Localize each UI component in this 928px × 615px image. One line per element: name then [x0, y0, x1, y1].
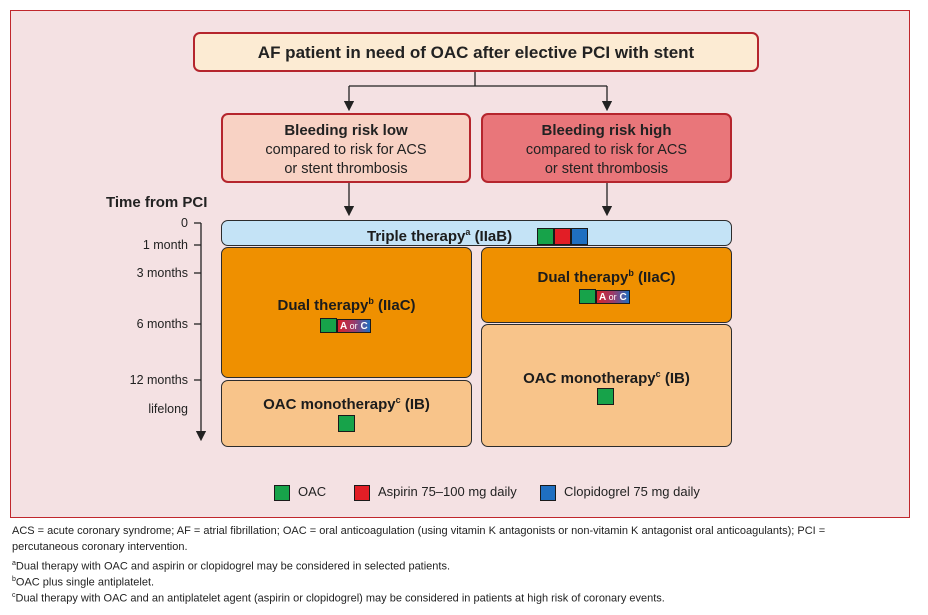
- oac-square-icon: [320, 318, 337, 333]
- tick-1-month: 1 month: [142, 238, 188, 252]
- dual-therapy-high-box: Dual therapyb (IIaC) A or C: [481, 247, 732, 323]
- dual-therapy-low-box: Dual therapyb (IIaC) A or C: [221, 247, 472, 378]
- legend-oac: OAC: [274, 484, 326, 501]
- oac-monotherapy-high-label: OAC monotherapyc (IB): [523, 369, 690, 387]
- triple-therapy-label: Triple therapya (IIaB): [367, 227, 513, 245]
- legend-aspirin-label: Aspirin 75–100 mg daily: [378, 484, 517, 499]
- bleeding-risk-high-box: Bleeding risk high compared to risk for …: [481, 113, 732, 183]
- triple-therapy-drug-icons: [537, 225, 588, 248]
- diagram-title: AF patient in need of OAC after elective…: [193, 32, 759, 72]
- triple-therapy-bar: Triple therapya (IIaB): [221, 220, 732, 246]
- oac-square-icon: [537, 227, 554, 245]
- oac-monotherapy-low-box: OAC monotherapyc (IB): [221, 380, 472, 447]
- aspirin-or-clopidogrel-icon: A or C: [596, 289, 630, 304]
- tick-3-months: 3 months: [136, 266, 188, 280]
- footnote-abbreviations-2: percutaneous coronary intervention.: [12, 541, 188, 553]
- aspirin-legend-icon: [354, 484, 370, 501]
- footnote-a: aDual therapy with OAC and aspirin or cl…: [12, 560, 451, 573]
- oac-square-icon: [579, 289, 596, 304]
- oac-square-icon: [338, 415, 355, 432]
- risk-high-line1: compared to risk for ACS: [525, 142, 688, 158]
- risk-high-line2: or stent thrombosis: [544, 161, 669, 177]
- bleeding-risk-low-box: Bleeding risk low compared to risk for A…: [221, 113, 471, 183]
- footnote-c: cDual therapy with OAC and an antiplatel…: [12, 592, 665, 605]
- tick-0: 0: [181, 216, 188, 230]
- clopidogrel-square-icon: [571, 227, 588, 245]
- legend-oac-label: OAC: [298, 484, 327, 499]
- aspirin-or-clopidogrel-icon: A or C: [337, 318, 371, 333]
- mono-low-drug-icons: [338, 415, 355, 432]
- dual-therapy-high-label: Dual therapyb (IIaC): [537, 268, 676, 286]
- oac-square-icon: [597, 388, 614, 405]
- risk-low-line1: compared to risk for ACS: [265, 142, 427, 158]
- oac-legend-icon: [274, 484, 290, 501]
- legend-aspirin: Aspirin 75–100 mg daily: [354, 484, 517, 501]
- tick-lifelong: lifelong: [148, 402, 188, 416]
- tick-6-months: 6 months: [136, 317, 188, 331]
- oac-monotherapy-low-label: OAC monotherapyc (IB): [263, 395, 430, 413]
- aspirin-square-icon: [554, 227, 571, 245]
- risk-low-heading: Bleeding risk low: [284, 122, 408, 139]
- time-axis-title: Time from PCI: [106, 194, 208, 211]
- dual-therapy-low-label: Dual therapyb (IIaC): [277, 296, 416, 314]
- legend-clopidogrel-label: Clopidogrel 75 mg daily: [564, 484, 700, 499]
- dual-high-drug-icons: A or C: [579, 289, 630, 304]
- footnote-abbreviations-1: ACS = acute coronary syndrome; AF = atri…: [12, 525, 826, 537]
- risk-low-line2: or stent thrombosis: [284, 161, 408, 177]
- dual-low-drug-icons: A or C: [320, 318, 371, 333]
- clopidogrel-legend-icon: [540, 484, 556, 501]
- risk-high-heading: Bleeding risk high: [541, 122, 672, 139]
- oac-monotherapy-high-box: OAC monotherapyc (IB): [481, 324, 732, 447]
- tick-12-months: 12 months: [129, 373, 188, 387]
- legend-clopidogrel: Clopidogrel 75 mg daily: [540, 484, 700, 501]
- mono-high-drug-icons: [597, 388, 614, 405]
- footnote-b: bOAC plus single antiplatelet.: [12, 576, 155, 589]
